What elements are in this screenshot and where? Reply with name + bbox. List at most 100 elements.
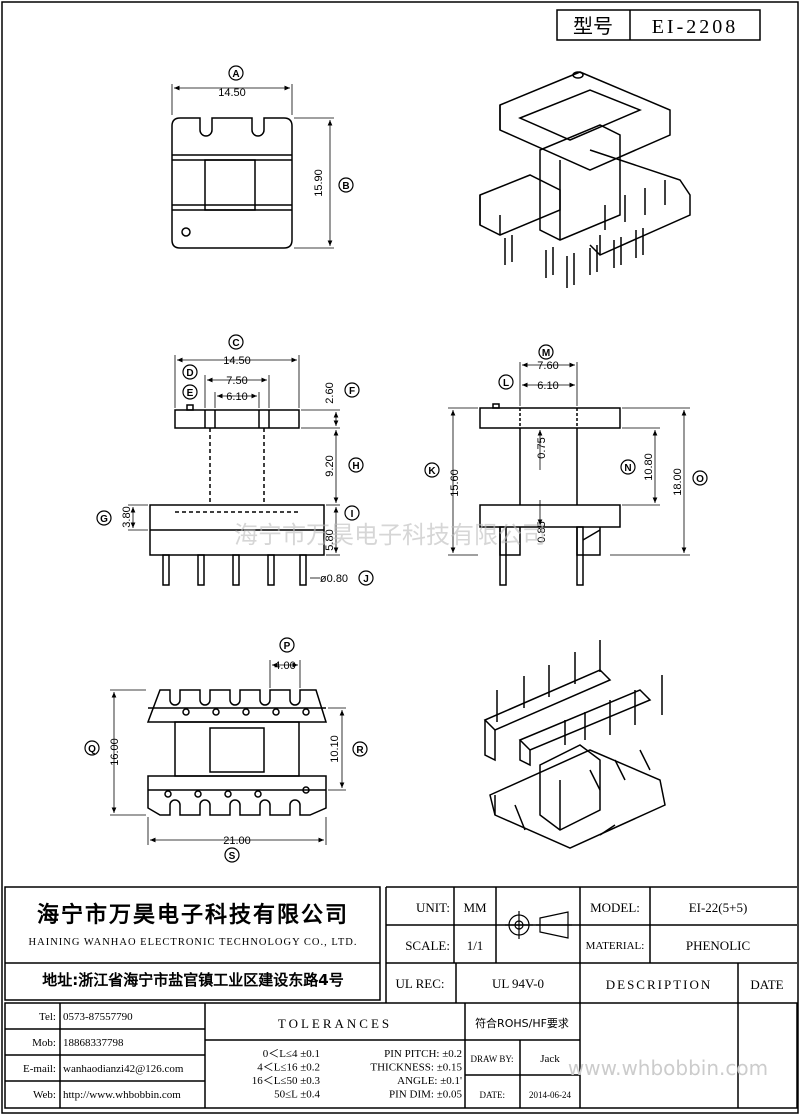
dim-n-value: 10.80 xyxy=(643,453,655,481)
svg-text:H: H xyxy=(352,461,359,472)
dim-o-value: 18.00 xyxy=(672,468,684,496)
dim-side-pin: 0.85 xyxy=(536,521,548,542)
dim-g-value: 3.80 xyxy=(121,506,133,527)
date-label: DATE: xyxy=(480,1090,506,1100)
bottom-view xyxy=(146,689,328,816)
dim-c-value: 14.50 xyxy=(223,355,251,367)
company-name-en: HAINING WANHAO ELECTRONIC TECHNOLOGY CO.… xyxy=(29,937,358,948)
dim-m-value: 7.60 xyxy=(537,360,558,372)
dim-i-value: 5.80 xyxy=(324,529,336,550)
ulrec-value: UL 94V-0 xyxy=(492,976,544,991)
marker-j: J xyxy=(358,570,374,586)
draw-by-label: DRAW BY: xyxy=(470,1054,513,1064)
marker-r: R xyxy=(352,741,368,757)
contact-label: Web: xyxy=(33,1089,56,1101)
company-name-cn: 海宁市万昊电子科技有限公司 xyxy=(37,902,349,928)
unit-value: MM xyxy=(463,900,487,915)
rohs-note: 符合ROHS/HF要求 xyxy=(475,1016,569,1030)
marker-b: B xyxy=(338,177,354,193)
marker-c: C xyxy=(228,334,244,350)
dim-j-value: ø0.80 xyxy=(320,573,348,585)
tolerance-row: 0＜L≤4 ±0.1 xyxy=(263,1048,320,1060)
material-label: MATERIAL: xyxy=(586,940,645,952)
unit-label: UNIT: xyxy=(416,900,450,915)
scale-label: SCALE: xyxy=(405,938,450,953)
date-header-label: DATE xyxy=(750,977,783,992)
model-header: 型号 EI-2208 xyxy=(556,9,761,41)
svg-text:M: M xyxy=(542,348,550,359)
svg-text:S: S xyxy=(229,851,236,862)
description-label: DESCRIPTION xyxy=(606,977,713,992)
marker-a: A xyxy=(228,65,244,81)
contact-label: E-mail: xyxy=(23,1063,56,1075)
tolerance-row: 16＜L≤50 ±0.3 xyxy=(252,1075,321,1087)
dim-s-value: 21.00 xyxy=(223,835,251,847)
svg-text:R: R xyxy=(356,745,364,756)
marker-h: H xyxy=(348,457,364,473)
material-value: PHENOLIC xyxy=(686,938,750,953)
footer-watermark: www.whbobbin.com xyxy=(568,1056,768,1080)
top-view-dims xyxy=(171,84,334,249)
tolerance-rows: 0＜L≤4 ±0.1 4＜L≤16 ±0.216＜L≤50 ±0.3 50≤L ±0… xyxy=(252,1048,321,1101)
tolerances-title: TOLERANCES xyxy=(278,1016,392,1031)
marker-e: E xyxy=(182,384,198,400)
front-view-dims xyxy=(128,355,340,579)
marker-l: L xyxy=(498,374,514,390)
dim-a-value: 14.50 xyxy=(218,87,246,99)
bottom-view-dims xyxy=(110,660,346,845)
marker-s: S xyxy=(224,847,240,863)
watermark: 海宁市万昊电子科技有限公司 xyxy=(234,521,546,549)
dim-f-value: 2.60 xyxy=(324,382,336,403)
svg-text:O: O xyxy=(696,474,704,485)
iso-view-top xyxy=(479,71,691,288)
projection-symbol-icon xyxy=(505,911,572,939)
model-spec-label: MODEL: xyxy=(590,900,640,915)
iso-view-bottom xyxy=(483,640,666,849)
company-address: 地址:浙江省海宁市盐官镇工业区建设东路4号 xyxy=(42,971,343,989)
marker-g: G xyxy=(96,510,112,526)
svg-text:D: D xyxy=(186,368,193,379)
model-value: EI-2208 xyxy=(652,16,739,38)
dim-e-value: 6.10 xyxy=(226,391,247,403)
svg-text:L: L xyxy=(503,378,509,389)
svg-text:E: E xyxy=(187,388,194,399)
marker-n: N xyxy=(620,459,636,475)
svg-text:P: P xyxy=(284,641,291,652)
tolerance-pin-row: ANGLE: ±0.1' xyxy=(397,1075,462,1087)
tolerance-row: 50≤L ±0.4 xyxy=(274,1089,320,1101)
contact-value: wanhaodianzi42@126.com xyxy=(63,1063,184,1075)
marker-q: Q xyxy=(84,740,100,756)
dim-r-value: 10.10 xyxy=(329,735,341,763)
side-view-dims xyxy=(448,362,690,556)
svg-text:I: I xyxy=(351,509,354,520)
dim-d-value: 7.50 xyxy=(226,375,247,387)
contact-value: 18868337798 xyxy=(63,1037,124,1049)
svg-text:J: J xyxy=(363,574,369,585)
tolerance-pin-row: PIN PITCH: ±0.2 xyxy=(384,1048,462,1060)
front-view xyxy=(149,404,325,586)
marker-i: I xyxy=(344,505,360,521)
side-view xyxy=(479,403,621,586)
scale-value: 1/1 xyxy=(467,938,484,953)
title-block-lines xyxy=(4,886,798,1109)
marker-p: P xyxy=(279,637,295,653)
contact-label: Tel: xyxy=(39,1011,56,1023)
dim-l-value: 6.10 xyxy=(537,380,558,392)
dim-side-step: 0.75 xyxy=(536,437,548,458)
marker-m: M xyxy=(538,344,554,360)
tolerance-row: 4＜L≤16 ±0.2 xyxy=(257,1062,320,1074)
dim-k-value: 15.60 xyxy=(449,469,461,497)
contact-label: Mob: xyxy=(32,1037,56,1049)
dim-p-value: 4.00 xyxy=(274,660,295,672)
dim-h-value: 9.20 xyxy=(324,455,336,476)
tolerance-pin-row: THICKNESS: ±0.15 xyxy=(370,1062,462,1074)
contact-value: 0573-87557790 xyxy=(63,1011,133,1023)
svg-text:K: K xyxy=(428,466,436,477)
marker-d: D xyxy=(182,364,198,380)
svg-text:B: B xyxy=(342,181,349,192)
svg-text:Q: Q xyxy=(88,744,96,755)
dim-b-value: 15.90 xyxy=(313,169,325,197)
svg-text:A: A xyxy=(232,69,239,80)
